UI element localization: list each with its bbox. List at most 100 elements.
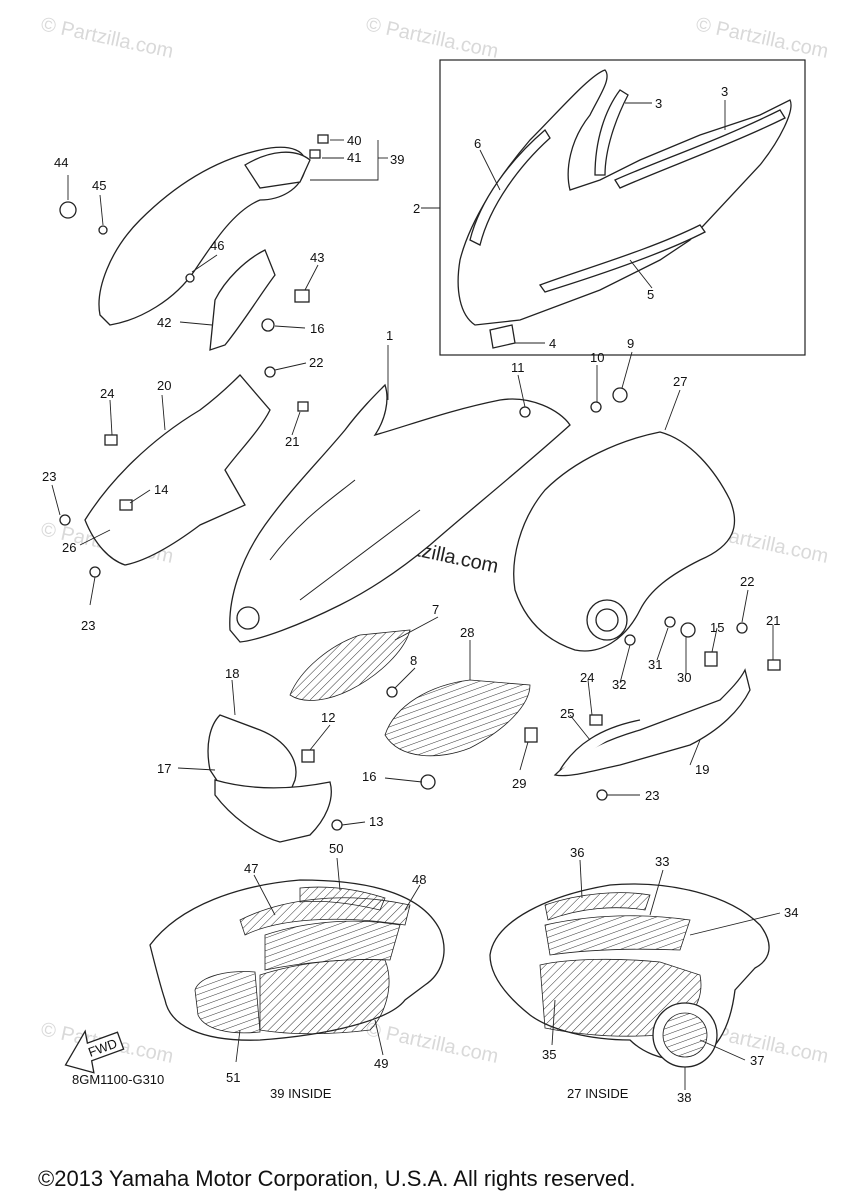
callout-42: 42 — [157, 315, 171, 330]
emblem-4 — [489, 324, 516, 349]
watermark: © Partzilla.com — [364, 13, 500, 63]
callout-22: 22 — [740, 574, 754, 589]
leader-lines — [51, 100, 781, 1090]
callout-23: 23 — [81, 618, 95, 633]
watermark: © Partzilla.com — [694, 13, 830, 63]
callout-39: 39 — [390, 152, 404, 167]
callout-15: 15 — [710, 620, 724, 635]
cover-17 — [214, 779, 332, 843]
grille-7 — [289, 629, 411, 701]
stripe-3a — [594, 89, 629, 176]
screw-22a — [264, 366, 276, 378]
callout-17: 17 — [157, 761, 171, 776]
washer-11 — [519, 406, 531, 418]
callout-37: 37 — [750, 1053, 764, 1068]
cover-body — [229, 383, 571, 643]
stripe-5 — [538, 224, 706, 293]
caption-27-inside: 27 INSIDE — [567, 1086, 629, 1101]
screw-44 — [59, 201, 77, 219]
callout-3: 3 — [721, 84, 728, 99]
screw-23c — [596, 789, 608, 801]
pad-48 — [264, 920, 401, 971]
callout-21: 21 — [285, 434, 299, 449]
clip-24b — [589, 714, 603, 726]
callout-1: 1 — [386, 328, 393, 343]
callout-19: 19 — [695, 762, 709, 777]
callout-44: 44 — [54, 155, 68, 170]
callout-2: 2 — [413, 201, 420, 216]
callout-35: 35 — [542, 1047, 556, 1062]
callout-49: 49 — [374, 1056, 388, 1071]
callout-47: 47 — [244, 861, 258, 876]
callout-23: 23 — [42, 469, 56, 484]
cowl-nose — [244, 151, 311, 189]
callout-10: 10 — [590, 350, 604, 365]
emblem-40 — [317, 134, 329, 144]
callout-9: 9 — [627, 336, 634, 351]
grilles — [289, 629, 538, 790]
callout-11: 11 — [511, 360, 525, 375]
callout-27: 27 — [673, 374, 687, 389]
callout-22: 22 — [309, 355, 323, 370]
callout-48: 48 — [412, 872, 426, 887]
emblem-41 — [309, 149, 321, 159]
bracket-29 — [524, 727, 538, 743]
cover-kit-2 — [439, 59, 806, 356]
pad-33-34 — [544, 915, 691, 956]
panel-25 — [559, 719, 641, 771]
kit-box-frame — [439, 59, 806, 356]
callout-18: 18 — [225, 666, 239, 681]
cover-line — [299, 509, 421, 601]
panel-19-25 — [553, 651, 751, 801]
clip-14 — [119, 499, 133, 511]
side-panel-20 — [59, 366, 309, 578]
callout-32: 32 — [612, 677, 626, 692]
callout-50: 50 — [329, 841, 343, 856]
callout-16: 16 — [310, 321, 324, 336]
callout-36: 36 — [570, 845, 584, 860]
callout-30: 30 — [677, 670, 691, 685]
inside-39-view — [149, 879, 445, 1041]
callout-41: 41 — [347, 150, 361, 165]
callout-29: 29 — [512, 776, 526, 791]
watermark: © Partzilla.com — [39, 13, 175, 63]
pad-36 — [544, 892, 651, 921]
callout-34: 34 — [784, 905, 798, 920]
front-cowl-39 — [59, 134, 329, 351]
panel-19 — [553, 668, 751, 777]
fwd-arrow-shape — [64, 1029, 125, 1074]
cover-line — [269, 479, 356, 561]
screw-23a — [59, 514, 71, 526]
callout-43: 43 — [310, 250, 324, 265]
callout-51: 51 — [226, 1070, 240, 1085]
callout-21: 21 — [766, 613, 780, 628]
pad-50 — [299, 886, 386, 911]
callout-40: 40 — [347, 133, 361, 148]
washer-32 — [624, 634, 636, 646]
callout-8: 8 — [410, 653, 417, 668]
callout-12: 12 — [321, 710, 335, 725]
panel-body — [84, 374, 271, 566]
callout-4: 4 — [549, 336, 556, 351]
cover-hole — [236, 606, 260, 630]
caption-39-inside: 39 INSIDE — [270, 1086, 332, 1101]
side-cover-1 — [229, 383, 628, 643]
clip-43 — [294, 289, 310, 303]
stripe-6 — [469, 129, 551, 246]
washer-10 — [590, 401, 602, 413]
side-cover-27 — [513, 431, 781, 671]
washer-31 — [664, 616, 676, 628]
callout-31: 31 — [648, 657, 662, 672]
grommet-9 — [612, 387, 628, 403]
callouts: 1 2 3 3 4 5 6 7 8 9 10 11 12 13 14 15 16… — [42, 84, 798, 1105]
grommet-16a — [261, 318, 275, 332]
callout-5: 5 — [647, 287, 654, 302]
washer-46 — [185, 273, 195, 283]
callout-28: 28 — [460, 625, 474, 640]
clip-12 — [301, 749, 315, 763]
pad-51 — [194, 971, 261, 1034]
callout-16: 16 — [362, 769, 376, 784]
screw-23b — [89, 566, 101, 578]
cover-body — [513, 431, 736, 652]
